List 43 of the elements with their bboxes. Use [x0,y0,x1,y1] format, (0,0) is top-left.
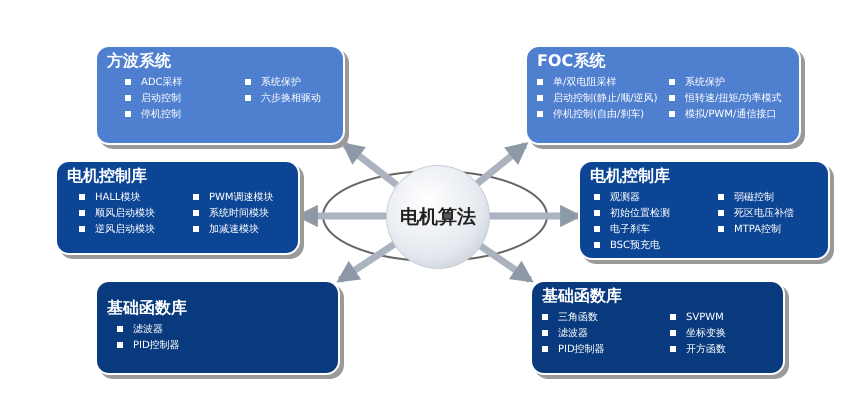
list-item: 顺风启动模块 [95,206,155,220]
center-label: 电机算法 [400,205,476,230]
list-item: 模拟/PWM/通信接口 [685,108,776,121]
list-item: 启动控制(静止/顺/逆风) [553,92,658,105]
list-item: MTPA控制 [734,222,781,236]
list-item: 坐标变换 [686,326,726,340]
card-title: 基础函数库 [542,286,622,307]
list-item: 加减速模块 [209,222,259,236]
list-item: BSC预充电 [610,238,660,252]
list-item: 停机控制 [141,108,181,121]
list-item: 三角函数 [558,311,598,324]
arrow [477,242,534,283]
list-item: PWM调速模块 [209,190,274,204]
list-item: 开方函数 [686,342,726,356]
list-item: PID控制器 [558,342,605,356]
list-item: 初始位置检测 [610,206,670,220]
list-item: 六步换相驱动 [261,92,321,105]
list-item: 停机控制(自由/刹车) [553,108,644,121]
list-item: ADC采样 [141,76,183,89]
list-item: 电子刹车 [610,222,650,236]
card-title: 方波系统 [107,51,171,72]
list-item: 观测器 [610,190,640,204]
card-title: 电机控制库 [67,166,147,187]
card-title: 基础函数库 [107,298,187,319]
card-title: 电机控制库 [590,166,670,187]
list-item: SVPWM [686,312,724,322]
list-item: 滤波器 [558,326,588,340]
list-item: 死区电压补偿 [734,206,794,220]
card-title: FOC系统 [537,51,606,72]
list-item: 系统保护 [685,76,725,89]
list-item: 系统保护 [261,76,301,89]
list-item: 恒转速/扭矩/功率模式 [685,92,782,105]
arrow [336,241,396,283]
list-item: 启动控制 [141,92,181,105]
list-item: 单/双电阻采样 [553,76,616,89]
list-item: PID控制器 [133,338,180,352]
list-item: 逆风启动模块 [95,222,155,236]
list-item: 弱磁控制 [734,190,774,204]
list-item: 滤波器 [133,322,163,336]
arrow [341,142,399,188]
list-item: 系统时间模块 [209,206,269,220]
arrow [474,142,528,187]
list-item: HALL模块 [95,190,141,204]
